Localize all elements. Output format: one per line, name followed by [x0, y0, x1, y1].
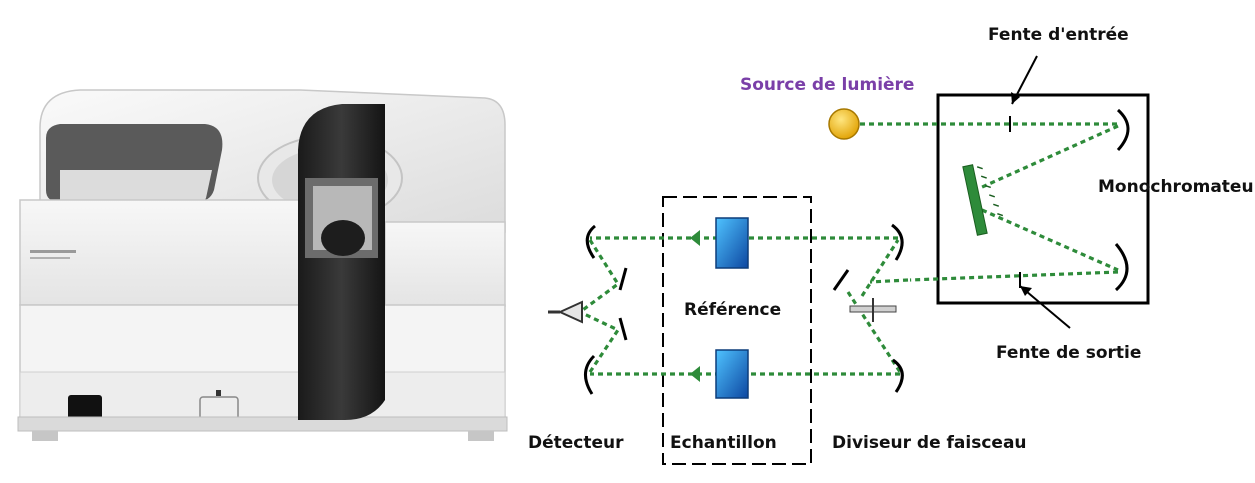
chopper-icon	[849, 298, 897, 322]
mirror-upper	[1116, 108, 1130, 152]
beam-splitter-label: Diviseur de faisceau	[832, 433, 1027, 453]
detector-mirror-bottom	[618, 317, 628, 341]
mirror-right-top	[891, 223, 904, 261]
beam-arrow-sample	[690, 366, 700, 382]
light-beam	[579, 122, 1119, 376]
exit-slit-pointer	[1019, 285, 1071, 329]
sample-label: Echantillon	[670, 433, 777, 453]
exit-slit-label: Fente de sortie	[996, 343, 1141, 363]
diffraction-grating-icon	[962, 164, 1004, 236]
beam-arrow-reference	[690, 230, 700, 246]
beam-splitter-icon	[832, 269, 850, 291]
detector-label: Détecteur	[528, 433, 624, 453]
reference-cuvette-icon	[715, 217, 749, 269]
mirror-lower	[1114, 243, 1129, 292]
light-source-icon	[828, 108, 860, 140]
sample-compartment	[662, 196, 812, 465]
monochromator-label: Monochromateur	[1098, 177, 1255, 197]
source-label: Source de lumière	[740, 75, 914, 95]
mirror-right-bottom	[892, 358, 904, 393]
detector-cone-icon	[548, 300, 583, 324]
mirror-left-bottom	[584, 354, 596, 395]
instrument-photo	[17, 89, 508, 441]
monochromator-box	[936, 93, 1150, 305]
optical-schematic: Fente d'entrée Source de lumière Monochr…	[528, 25, 1255, 465]
detector-mirror-top	[618, 267, 628, 291]
reference-label: Référence	[684, 300, 781, 320]
sample-cuvette-icon	[715, 349, 749, 399]
entrance-slit-label: Fente d'entrée	[988, 25, 1129, 45]
mirror-left-top	[585, 224, 597, 259]
